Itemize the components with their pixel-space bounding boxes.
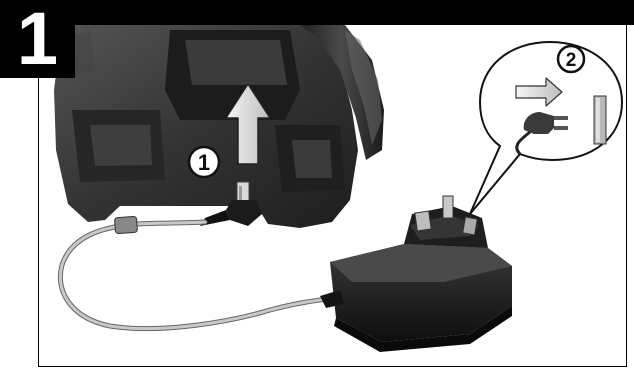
header-bar [0, 0, 634, 25]
callout-1: 1 [189, 147, 219, 177]
device-body [54, 25, 384, 228]
callout-2-label: 2 [566, 50, 577, 71]
wall-socket-icon [594, 96, 606, 144]
step-number: 1 [0, 0, 75, 78]
power-adapter [320, 196, 512, 352]
power-cable [60, 216, 336, 328]
plug-in-callout: 2 [470, 42, 622, 214]
callout-1-label: 1 [198, 150, 210, 175]
